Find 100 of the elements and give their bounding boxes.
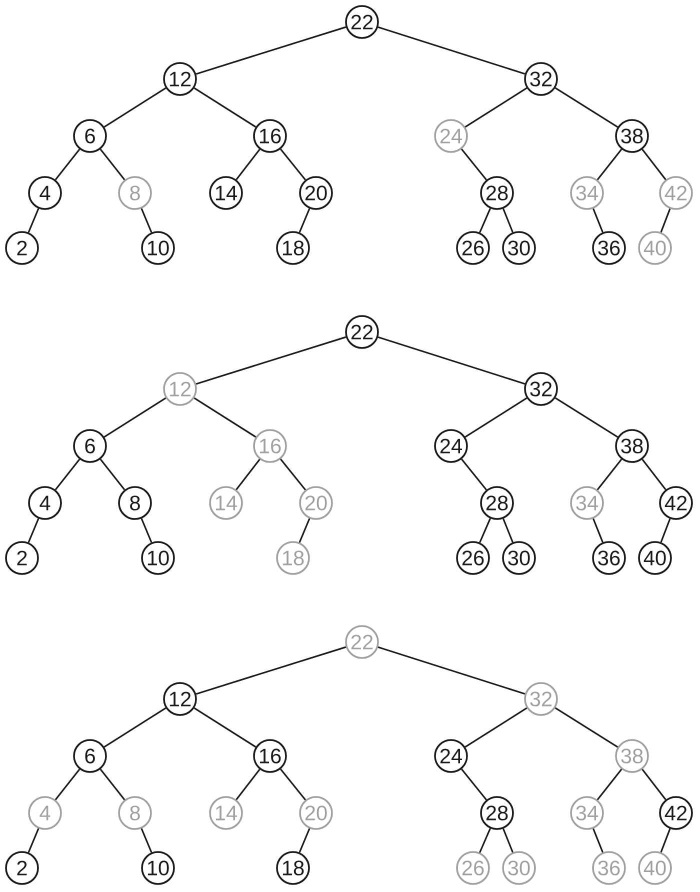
edge-line xyxy=(479,208,491,233)
edge-line xyxy=(596,458,622,490)
edge-line xyxy=(140,208,152,233)
edge-line xyxy=(502,828,514,853)
edge-line xyxy=(464,707,528,748)
edge-line xyxy=(596,148,622,180)
tree-node: 42 xyxy=(659,486,693,520)
edge-line xyxy=(502,208,514,233)
edge-line xyxy=(554,707,618,748)
edge-line xyxy=(592,518,604,543)
edge-line xyxy=(140,518,152,543)
tree-node: 2 xyxy=(5,851,39,885)
edge-line xyxy=(196,336,346,385)
tree-node: 40 xyxy=(638,231,672,265)
tree-node: 6 xyxy=(73,739,107,773)
edge-line xyxy=(280,768,306,800)
tree-node: 20 xyxy=(299,176,333,210)
edge-line xyxy=(642,148,666,180)
tree-node: 18 xyxy=(276,541,310,575)
edge-line xyxy=(460,458,487,490)
edge-line xyxy=(28,208,40,233)
edge-line xyxy=(54,768,80,800)
edge-line xyxy=(298,518,310,543)
edge-line xyxy=(479,828,491,853)
tree-node: 12 xyxy=(163,372,197,406)
tree-node: 2 xyxy=(5,541,39,575)
tree-node: 36 xyxy=(592,851,626,885)
edge-line xyxy=(460,148,487,180)
edge-line xyxy=(196,26,346,75)
edge-line xyxy=(140,828,152,853)
edge-line xyxy=(54,458,80,490)
edge-line xyxy=(54,148,80,180)
tree-node: 36 xyxy=(592,541,626,575)
edge-line xyxy=(464,397,528,438)
tree-node: 26 xyxy=(456,541,490,575)
tree-node: 32 xyxy=(524,62,558,96)
edge-line xyxy=(100,458,126,490)
tree-node: 24 xyxy=(434,429,468,463)
edge-line xyxy=(104,397,166,438)
tree-node: 40 xyxy=(638,541,672,575)
tree-node: 20 xyxy=(299,796,333,830)
edge-line xyxy=(464,87,528,128)
edge-line xyxy=(298,828,310,853)
edge-line xyxy=(28,518,40,543)
tree-node: 32 xyxy=(524,682,558,716)
edge-line xyxy=(196,646,346,695)
tree-node: 12 xyxy=(163,62,197,96)
tree-node: 16 xyxy=(253,739,287,773)
edge-line xyxy=(642,768,666,800)
tree-node: 2 xyxy=(5,231,39,265)
edge-line xyxy=(660,518,671,542)
tree-node: 22 xyxy=(345,315,379,349)
tree-node: 34 xyxy=(570,176,604,210)
tree-node: 14 xyxy=(209,176,243,210)
tree-node: 4 xyxy=(28,796,62,830)
tree-node: 6 xyxy=(73,429,107,463)
tree-node: 26 xyxy=(456,851,490,885)
edge-line xyxy=(660,828,671,852)
tree-node: 42 xyxy=(659,796,693,830)
edge-line xyxy=(479,518,491,543)
tree-node: 42 xyxy=(659,176,693,210)
edge-line xyxy=(592,828,604,853)
edge-line xyxy=(596,768,622,800)
tree-node: 34 xyxy=(570,486,604,520)
edge-line xyxy=(502,518,514,543)
edge-line xyxy=(236,458,260,490)
edge-line xyxy=(660,208,671,232)
tree-node: 18 xyxy=(276,851,310,885)
tree-node: 10 xyxy=(141,541,175,575)
edge-line xyxy=(460,768,487,800)
edge-line xyxy=(194,87,256,128)
tree-node: 40 xyxy=(638,851,672,885)
tree-node: 30 xyxy=(502,851,536,885)
tree-node: 26 xyxy=(456,231,490,265)
edge-line xyxy=(642,458,666,490)
tree-node: 30 xyxy=(502,541,536,575)
edge-line xyxy=(100,148,126,180)
edge-line xyxy=(194,397,256,438)
tree-node: 28 xyxy=(480,486,514,520)
tree-node: 8 xyxy=(118,486,152,520)
tree-node: 8 xyxy=(118,796,152,830)
tree-node: 20 xyxy=(299,486,333,520)
edge-line xyxy=(554,397,618,438)
edge-line xyxy=(100,768,126,800)
tree-node: 22 xyxy=(345,5,379,39)
edge-line xyxy=(280,148,306,180)
edge-line xyxy=(236,148,260,180)
edge-line xyxy=(236,768,260,800)
tree-node: 4 xyxy=(28,176,62,210)
tree-node: 12 xyxy=(163,682,197,716)
tree-node: 6 xyxy=(73,119,107,153)
tree-node: 18 xyxy=(276,231,310,265)
edge-line xyxy=(378,646,526,695)
tree-node: 4 xyxy=(28,486,62,520)
edge-line xyxy=(378,26,526,75)
tree-node: 16 xyxy=(253,119,287,153)
tree-node: 24 xyxy=(434,739,468,773)
tree-node: 16 xyxy=(253,429,287,463)
edge-line xyxy=(28,828,40,853)
tree-node: 8 xyxy=(118,176,152,210)
